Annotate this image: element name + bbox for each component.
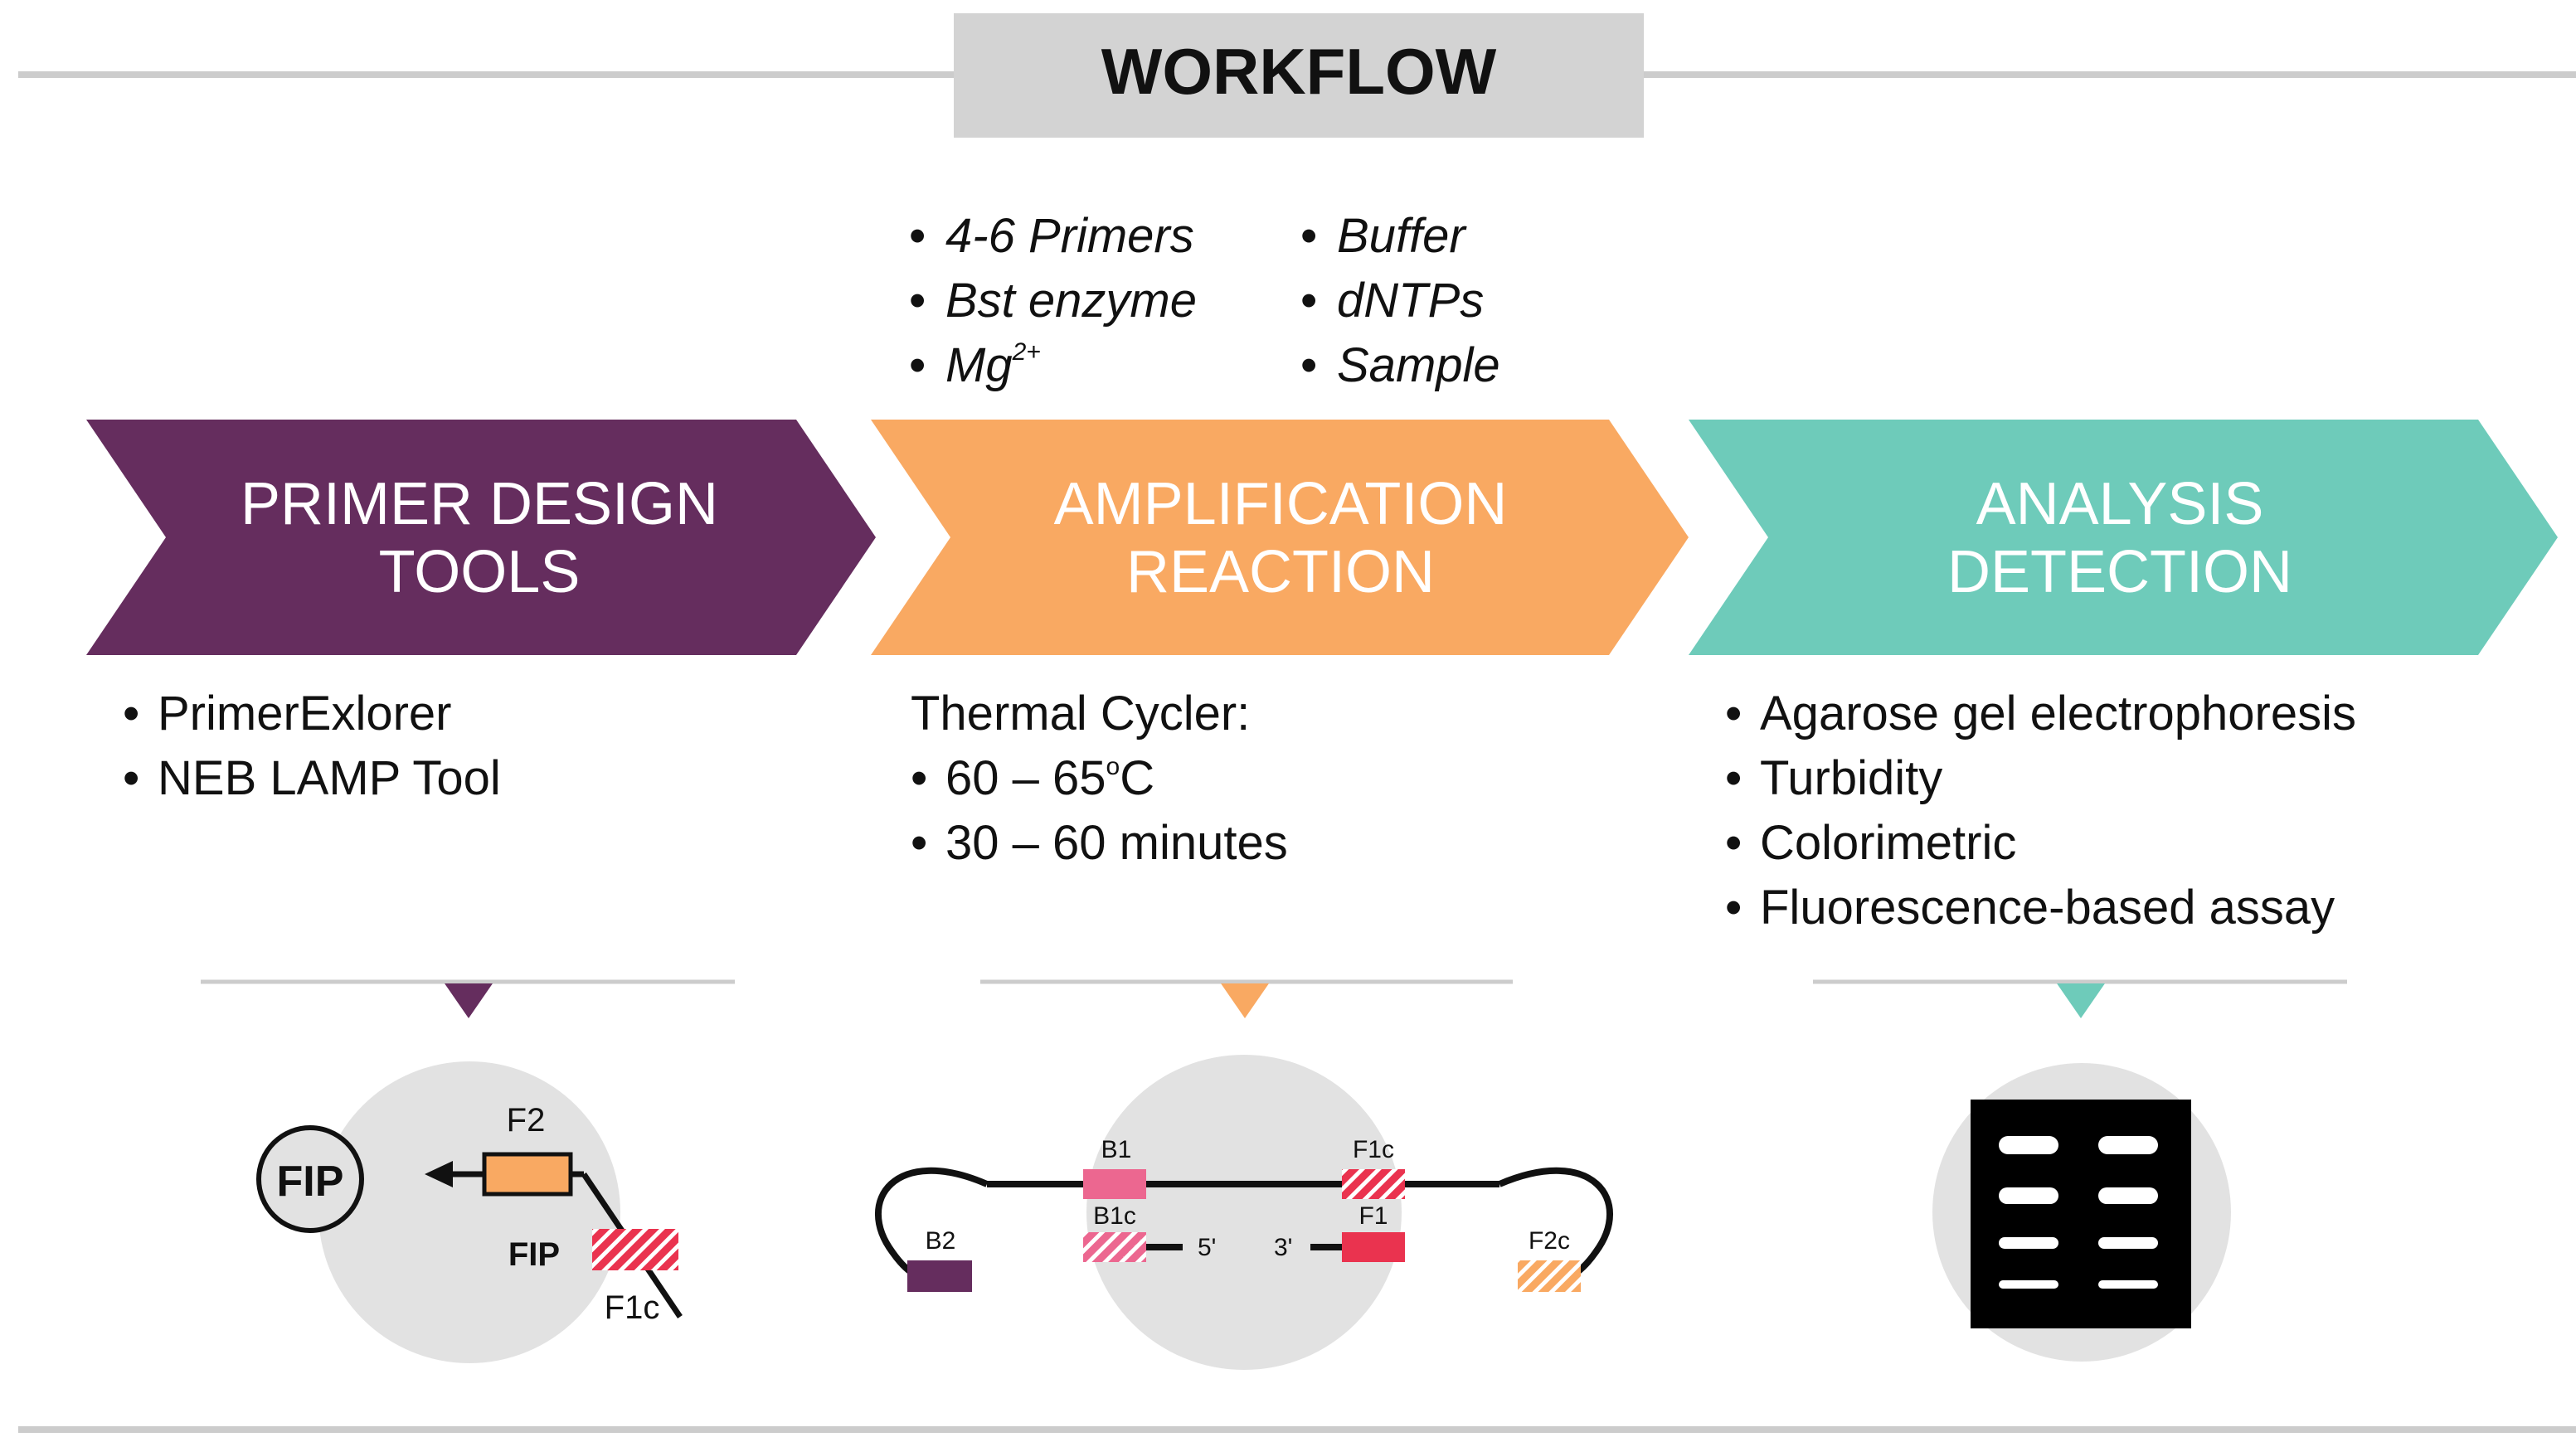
mg-superscript: 2+ [1012, 338, 1041, 366]
fip-label: FIP [508, 1236, 560, 1273]
detail-neb-lamp-tool: NEB LAMP Tool [158, 751, 501, 805]
step-1-title-line1: PRIMER DESIGN [241, 471, 718, 537]
detail-primerexplorer: PrimerExlorer [158, 687, 452, 740]
reagent-list: • 4-6 Primers • Bst enzyme • Mg2+ • Buff… [909, 209, 1500, 392]
detail-fluorescence: Fluorescence-based assay [1760, 881, 2335, 935]
five-prime-label: 5' [1198, 1234, 1216, 1261]
detail-turbidity: Turbidity [1760, 751, 1942, 805]
detail-bullet: • [911, 751, 927, 805]
gel-band [1999, 1280, 2058, 1289]
step-chevron-amplification [871, 420, 1689, 655]
pointer-triangle-1 [445, 983, 493, 1018]
primer-bg-circle [318, 1061, 620, 1363]
page-title: WORKFLOW [1101, 35, 1497, 108]
step-1-details: • PrimerExlorer • NEB LAMP Tool [123, 687, 501, 805]
b1-segment [1083, 1169, 1146, 1199]
b2-label: B2 [926, 1227, 956, 1255]
reagent-sample: Sample [1337, 338, 1500, 392]
detail-bullet: • [1725, 816, 1742, 870]
step-3-title-line2: DETECTION [1947, 539, 2292, 605]
gel-band [2098, 1280, 2158, 1289]
f2c-segment-hatched [1518, 1260, 1581, 1292]
detail-time: 30 – 60 minutes [945, 816, 1288, 870]
title-box [954, 13, 1644, 138]
primer-arrowhead-icon [425, 1161, 453, 1187]
f1c-segment-hatched [1342, 1169, 1405, 1199]
pointer-triangle-2 [1221, 983, 1269, 1018]
gel-illustration [1932, 1063, 2231, 1362]
fip-circle-label: FIP [277, 1158, 344, 1206]
step-2-details: Thermal Cycler: • 60 – 65oC • 30 – 60 mi… [911, 687, 1288, 870]
gel-band [1999, 1237, 2058, 1249]
detail-temperature: 60 – 65oC [945, 751, 1154, 805]
detail-colorimetric: Colorimetric [1760, 816, 2016, 870]
reagent-bullet: • [1300, 338, 1317, 392]
gel-band [1999, 1187, 2058, 1204]
b1-label: B1 [1101, 1136, 1132, 1163]
detail-bullet: • [123, 687, 139, 740]
reagent-buffer: Buffer [1337, 209, 1467, 263]
detail-bullet: • [1725, 751, 1742, 805]
detail-bullet: • [1725, 687, 1742, 740]
lamp-illustration: B1 F1c B1c F1 B2 F2c 5' 3' [875, 1055, 1613, 1370]
reagent-bullet: • [909, 338, 926, 392]
gel-band [2098, 1136, 2158, 1154]
reagent-primers: 4-6 Primers [945, 209, 1194, 263]
detail-agarose: Agarose gel electrophoresis [1760, 687, 2356, 740]
step-2-title-line2: REACTION [1126, 539, 1435, 605]
step-3-title-line1: ANALYSIS [1976, 471, 2264, 537]
detail-thermal-cycler: Thermal Cycler: [911, 687, 1250, 740]
gel-plate [1971, 1100, 2191, 1328]
f1c-segment-hatched [592, 1229, 678, 1270]
f1-segment [1342, 1232, 1405, 1262]
f1-label: F1 [1358, 1202, 1388, 1230]
reagent-bullet: • [909, 209, 926, 263]
reagent-bullet: • [909, 274, 926, 328]
b1c-label: B1c [1093, 1202, 1136, 1230]
f2-label: F2 [507, 1102, 546, 1139]
lamp-bg-circle [1086, 1055, 1402, 1370]
f1c-label: F1c [605, 1289, 660, 1326]
pointer-triangle-3 [2057, 983, 2105, 1018]
gel-band [1999, 1136, 2058, 1154]
detail-bullet: • [911, 816, 927, 870]
primer-illustration: FIP F2 FIP F1c [256, 1061, 683, 1363]
reagent-bullet: • [1300, 274, 1317, 328]
degree-sign: o [1106, 753, 1120, 780]
step-chevron-analysis [1689, 420, 2558, 655]
step-2-title-line1: AMPLIFICATION [1054, 471, 1508, 537]
reagent-mg: Mg2+ [945, 338, 1041, 392]
b1c-segment-hatched [1083, 1232, 1146, 1262]
gel-band [2098, 1187, 2158, 1204]
reagent-enzyme: Bst enzyme [945, 274, 1197, 328]
detail-bullet: • [1725, 881, 1742, 935]
f1c-label: F1c [1353, 1136, 1394, 1163]
reagent-bullet: • [1300, 209, 1317, 263]
step-1-title-line2: TOOLS [379, 539, 581, 605]
fip-circle-icon [256, 1125, 364, 1233]
b2-segment [907, 1260, 972, 1292]
detail-bullet: • [123, 751, 139, 805]
step-chevron-primer-design [86, 420, 876, 655]
gel-band [2098, 1237, 2158, 1249]
f2c-label: F2c [1529, 1227, 1570, 1255]
f2-segment [482, 1152, 573, 1197]
reagent-dntps: dNTPs [1337, 274, 1484, 328]
three-prime-label: 3' [1274, 1234, 1292, 1261]
step-3-details: • Agarose gel electrophoresis • Turbidit… [1725, 687, 2356, 935]
